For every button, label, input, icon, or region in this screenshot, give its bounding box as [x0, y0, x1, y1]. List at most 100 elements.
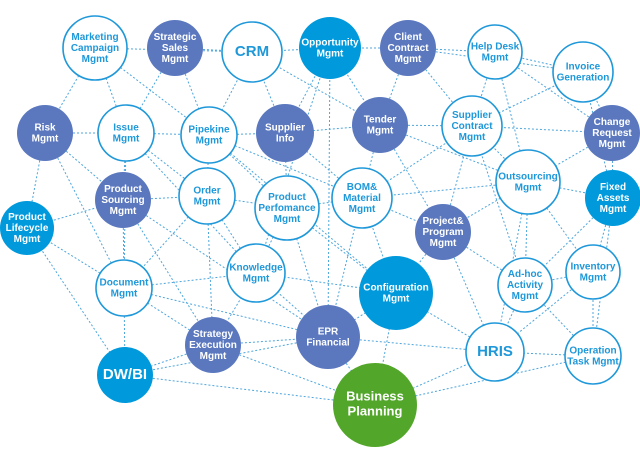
node-crm: CRM	[221, 21, 283, 83]
node-circle	[180, 106, 238, 164]
connector-helpdesk-invoice	[494, 51, 584, 73]
node-circle	[552, 41, 614, 103]
node-label: CRM	[235, 43, 269, 60]
node-circle	[296, 305, 360, 369]
connector-risk-document	[44, 132, 125, 289]
node-circle	[178, 167, 236, 225]
connector-issue-product_sourcing	[122, 132, 127, 201]
node-circle	[254, 175, 320, 241]
connector-operation_task-business_planning	[374, 355, 594, 406]
node-label: DW/BI	[103, 366, 147, 383]
connector-product_lifecycle-dwbi	[26, 227, 126, 376]
node-circle	[97, 347, 153, 403]
connector-product_sourcing-epr	[122, 199, 329, 338]
node-circle	[333, 363, 417, 447]
node-circle	[564, 327, 622, 385]
node-circle	[584, 105, 640, 161]
node-circle	[17, 105, 73, 161]
connector-change_request-fixed_assets	[611, 132, 614, 199]
node-circle	[359, 256, 433, 330]
connector-epr-dwbi	[124, 336, 329, 376]
node-label: HRIS	[477, 343, 513, 360]
connector-document-epr	[123, 287, 329, 338]
node-circle	[62, 15, 128, 81]
node-circle	[465, 322, 525, 382]
connector-product_performance-configuration	[286, 207, 397, 294]
node-circle	[97, 104, 155, 162]
node-circle	[415, 204, 471, 260]
node-circle	[0, 201, 54, 255]
connector-pipeline-configuration	[208, 134, 397, 294]
connector-strategy_exec-business_planning	[212, 344, 376, 406]
node-circle	[226, 243, 286, 303]
connector-product_lifecycle-document	[26, 227, 125, 289]
connector-product_sourcing-strategy_exec	[122, 199, 214, 346]
node-circle	[467, 24, 523, 80]
node-circle	[95, 172, 151, 228]
connector-opportunity-knowledge	[255, 47, 331, 274]
node-circle	[565, 244, 621, 300]
connector-marketing-issue	[94, 47, 127, 134]
node-circle	[497, 257, 553, 313]
connector-configuration-business_planning	[374, 292, 397, 406]
node-circle	[331, 167, 393, 229]
connector-opportunity-epr	[327, 47, 331, 338]
node-circle	[147, 20, 203, 76]
node-circle	[221, 21, 283, 83]
node-circle	[441, 95, 503, 157]
node-circle	[380, 20, 436, 76]
node-circle	[299, 17, 361, 79]
node-circle	[495, 149, 561, 215]
